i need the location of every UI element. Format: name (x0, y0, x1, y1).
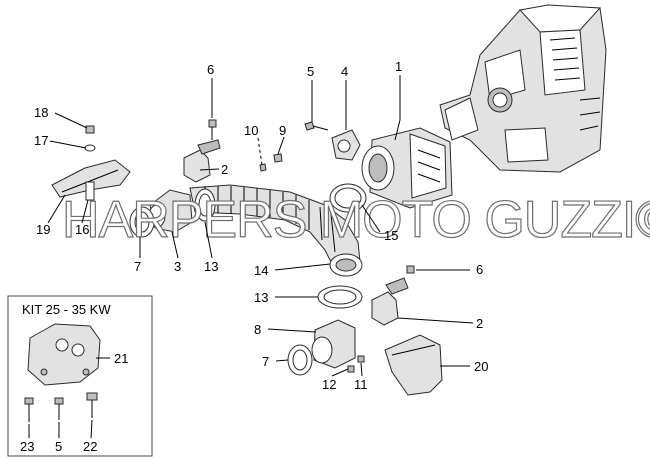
hose-clamp-13-upper (194, 188, 216, 222)
kit-screw-22 (86, 392, 98, 418)
callout-13-lower: 13 (254, 290, 268, 305)
callout-17: 17 (34, 133, 48, 148)
screw-upper (208, 119, 217, 140)
bolt-18 (85, 125, 95, 134)
air-box (439, 4, 607, 173)
intake-manifold-right (311, 319, 356, 369)
screw-lower (406, 265, 415, 274)
leader-lines (28, 75, 474, 439)
gasket-left (129, 206, 155, 238)
injector-upper (183, 139, 221, 183)
washer-17 (84, 144, 96, 152)
callout-16: 16 (75, 222, 89, 237)
gasket-right (287, 344, 313, 376)
callout-23: 23 (20, 439, 34, 454)
kit-cover-plate (27, 323, 101, 386)
kit-box: KIT 25 - 35 KW (7, 295, 153, 457)
kit-screw-23 (24, 397, 34, 422)
callout-2-upper: 2 (221, 162, 228, 177)
callout-18: 18 (34, 105, 48, 120)
throttle-body (361, 127, 453, 209)
callout-15: 15 (384, 228, 398, 243)
hose-clamp-13-lower (317, 285, 363, 309)
callout-21: 21 (114, 351, 128, 366)
kit-bolt-5 (54, 397, 64, 420)
callout-3: 3 (174, 259, 181, 274)
bracket-bolt (304, 121, 329, 131)
callout-5: 5 (307, 64, 314, 79)
kit-title: KIT 25 - 35 KW (22, 302, 111, 317)
callout-4: 4 (341, 64, 348, 79)
callout-2-lower: 2 (476, 316, 483, 331)
callout-6-upper: 6 (207, 62, 214, 77)
callout-20: 20 (474, 359, 488, 374)
throttle-bracket (331, 129, 361, 161)
hose-clamp-15 (329, 183, 367, 213)
callout-7-left: 7 (134, 259, 141, 274)
callout-numbers: 1 2 2 3 4 5 5 6 6 7 7 8 9 10 11 12 13 13… (20, 59, 488, 454)
nut-12 (347, 365, 355, 373)
callout-22: 22 (83, 439, 97, 454)
callout-11: 11 (354, 377, 368, 392)
screw-10 (259, 163, 267, 172)
callout-6-lower: 6 (476, 262, 483, 277)
screw-11 (357, 355, 365, 363)
callout-5-kit: 5 (55, 439, 62, 454)
screw-9 (273, 153, 283, 163)
spacer-16 (85, 181, 95, 201)
callout-7-right: 7 (262, 354, 269, 369)
watermark: HARPERS MOTO GUZZI© (62, 191, 650, 249)
callout-13-upper: 13 (204, 259, 218, 274)
callout-1: 1 (395, 59, 402, 74)
intake-hose (189, 184, 363, 277)
callout-8: 8 (254, 322, 261, 337)
injector-lower (371, 277, 409, 326)
callout-12: 12 (322, 377, 336, 392)
heat-shield-right (384, 334, 443, 396)
callout-19: 19 (36, 222, 50, 237)
callout-14: 14 (254, 263, 268, 278)
callout-9: 9 (279, 123, 286, 138)
callout-10: 10 (244, 123, 258, 138)
